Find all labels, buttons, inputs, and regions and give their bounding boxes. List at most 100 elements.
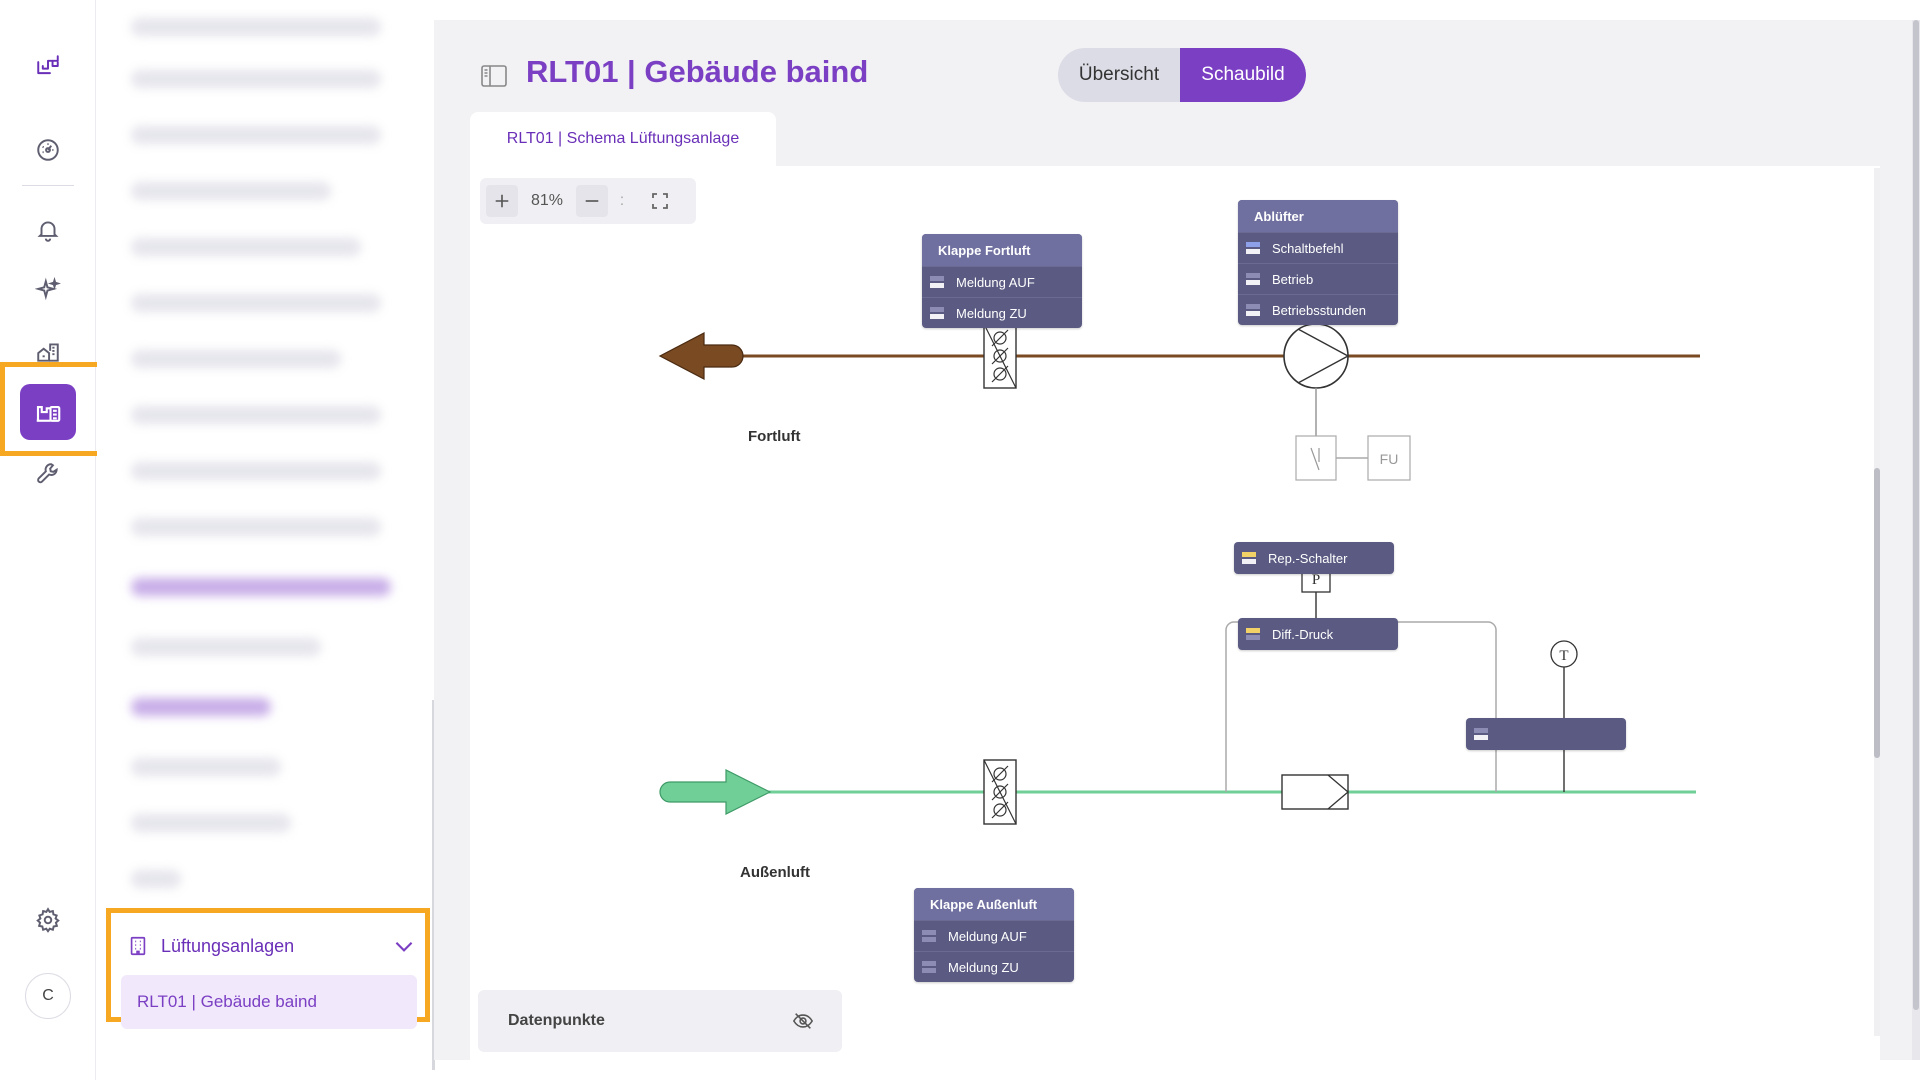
blurred-tree-row bbox=[131, 518, 381, 536]
datapoint-row[interactable]: Betriebsstunden bbox=[1238, 294, 1398, 325]
datapoint-row[interactable]: Schaltbefehl bbox=[1238, 232, 1398, 263]
datapoint-row[interactable]: Meldung AUF bbox=[922, 266, 1082, 297]
chevron-down-icon[interactable] bbox=[391, 933, 417, 959]
blurred-tree-row bbox=[131, 638, 321, 656]
datapoints-label: Datenpunkte bbox=[508, 1012, 605, 1029]
tab-schema-lueftungsanlage[interactable]: RLT01 | Schema Lüftungsanlage bbox=[470, 112, 776, 166]
blurred-tree-row bbox=[131, 758, 281, 776]
blurred-tree-row bbox=[131, 462, 381, 480]
blurred-tree-row bbox=[131, 294, 381, 312]
logo-icon[interactable] bbox=[20, 42, 76, 90]
temperature-sensor-label: T bbox=[1559, 648, 1568, 664]
building-icon bbox=[127, 935, 149, 957]
temperature-sensor-symbol[interactable] bbox=[1550, 640, 1578, 668]
gear-icon[interactable] bbox=[20, 896, 76, 944]
sparkles-icon[interactable] bbox=[20, 266, 76, 314]
view-toggle: Übersicht Schaubild bbox=[1058, 48, 1306, 102]
card-rep-schalter[interactable]: Rep.-Schalter bbox=[1234, 542, 1394, 574]
datapoint-row[interactable]: Diff.-Druck bbox=[1238, 618, 1398, 650]
schema-canvas[interactable] bbox=[470, 166, 1880, 1060]
blurred-tree-row bbox=[131, 182, 331, 200]
status-indicator-icon bbox=[930, 276, 944, 288]
blurred-tree-row bbox=[131, 70, 381, 88]
datapoint-label: Schaltbefehl bbox=[1272, 240, 1344, 256]
card-ablufter[interactable]: Ablüfter Schaltbefehl Betrieb Betriebsst… bbox=[1238, 200, 1398, 325]
exhaust-label: Fortluft bbox=[748, 428, 801, 445]
rep-switch-symbol[interactable] bbox=[1295, 435, 1337, 481]
blurred-tree-group bbox=[131, 698, 271, 716]
blurred-tree-row bbox=[131, 870, 181, 888]
card-diff-druck[interactable]: Diff.-Druck bbox=[1238, 618, 1398, 650]
datapoint-label: Diff.-Druck bbox=[1272, 626, 1334, 642]
datapoints-panel[interactable]: Datenpunkte bbox=[478, 990, 842, 1052]
main-content: RLT01 | Gebäude baind Übersicht Schaubil… bbox=[434, 20, 1920, 1060]
exhaust-damper-symbol[interactable] bbox=[983, 323, 1017, 389]
blurred-tree-row bbox=[131, 18, 381, 36]
datapoint-row[interactable]: Rep.-Schalter bbox=[1234, 542, 1394, 574]
datapoint-row[interactable]: Meldung ZU bbox=[922, 297, 1082, 328]
page-scrollbar-thumb[interactable] bbox=[1913, 20, 1919, 1010]
card-klappe-aussenluft[interactable]: Klappe Außenluft Meldung AUF Meldung ZU bbox=[914, 888, 1074, 982]
datapoint-label: Meldung ZU bbox=[956, 305, 1027, 321]
avatar-initial: C bbox=[42, 987, 54, 1004]
outside-air-label: Außenluft bbox=[740, 864, 810, 881]
card-title: Ablüfter bbox=[1238, 200, 1398, 232]
zoom-out-button[interactable] bbox=[576, 185, 608, 217]
card-temperature[interactable] bbox=[1466, 718, 1626, 750]
status-indicator-icon bbox=[922, 930, 936, 942]
status-indicator-icon bbox=[922, 961, 936, 973]
tree-group-lueftungsanlagen: Lüftungsanlagen RLT01 | Gebäude baind bbox=[106, 908, 430, 1029]
bell-icon[interactable] bbox=[20, 206, 76, 254]
zoom-in-button[interactable] bbox=[486, 185, 518, 217]
status-indicator-icon bbox=[1246, 242, 1260, 254]
buildings-icon[interactable] bbox=[20, 328, 76, 376]
blurred-tree-group bbox=[131, 578, 391, 596]
card-title: Klappe Fortluft bbox=[922, 234, 1082, 266]
page-scrollbar[interactable] bbox=[1912, 20, 1920, 1060]
card-title: Klappe Außenluft bbox=[914, 888, 1074, 920]
sidebar-toggle-icon[interactable] bbox=[478, 60, 510, 92]
user-avatar[interactable]: C bbox=[25, 973, 71, 1019]
fullscreen-icon[interactable] bbox=[642, 185, 678, 217]
blurred-tree-row bbox=[131, 406, 381, 424]
status-indicator-icon bbox=[1242, 552, 1256, 564]
tree-item-rlt01[interactable]: RLT01 | Gebäude baind bbox=[121, 975, 417, 1029]
tree-scrollbar[interactable] bbox=[432, 700, 435, 1070]
card-klappe-fortluft[interactable]: Klappe Fortluft Meldung AUF Meldung ZU bbox=[922, 234, 1082, 328]
datapoint-row[interactable]: Meldung ZU bbox=[914, 951, 1074, 982]
canvas-scrollbar[interactable] bbox=[1874, 168, 1880, 1036]
datapoint-label: Meldung AUF bbox=[956, 274, 1035, 290]
datapoint-label: Meldung AUF bbox=[948, 928, 1027, 944]
plant-icon[interactable] bbox=[20, 384, 76, 440]
pressure-sensor-label: P bbox=[1312, 572, 1320, 588]
canvas-scrollbar-thumb[interactable] bbox=[1874, 468, 1880, 758]
fu-box[interactable] bbox=[1367, 435, 1411, 481]
tree-group-header[interactable]: Lüftungsanlagen bbox=[127, 931, 417, 961]
dashboard-icon[interactable] bbox=[20, 126, 76, 174]
outside-damper-symbol[interactable] bbox=[983, 759, 1017, 825]
exhaust-fan-symbol[interactable] bbox=[1283, 323, 1350, 389]
ventilation-schema: FU P T bbox=[658, 323, 1700, 825]
blurred-tree-row bbox=[131, 238, 361, 256]
zoom-separator: : bbox=[619, 192, 625, 209]
view-option-uebersicht[interactable]: Übersicht bbox=[1078, 64, 1160, 85]
fu-label: FU bbox=[1380, 451, 1399, 467]
view-option-schaubild[interactable]: Schaubild bbox=[1180, 48, 1306, 102]
datapoint-label: Rep.-Schalter bbox=[1268, 550, 1348, 566]
filter-symbol[interactable] bbox=[1281, 774, 1350, 810]
eye-off-icon[interactable] bbox=[792, 1010, 814, 1032]
datapoint-row[interactable] bbox=[1466, 718, 1626, 750]
datapoint-row[interactable]: Meldung AUF bbox=[914, 920, 1074, 951]
datapoint-row[interactable]: Betrieb bbox=[1238, 263, 1398, 294]
wrench-icon[interactable] bbox=[20, 450, 76, 498]
tree-sidebar bbox=[97, 0, 433, 1080]
blurred-tree-row bbox=[131, 814, 291, 832]
page-title: RLT01 | Gebäude baind bbox=[526, 54, 869, 89]
zoom-toolbar: 81% : bbox=[480, 178, 696, 224]
zoom-level: 81% bbox=[530, 192, 564, 209]
exhaust-arrow bbox=[658, 332, 744, 380]
datapoint-label: Betriebsstunden bbox=[1272, 302, 1366, 318]
blurred-tree-row bbox=[131, 126, 381, 144]
status-indicator-icon bbox=[1246, 304, 1260, 316]
